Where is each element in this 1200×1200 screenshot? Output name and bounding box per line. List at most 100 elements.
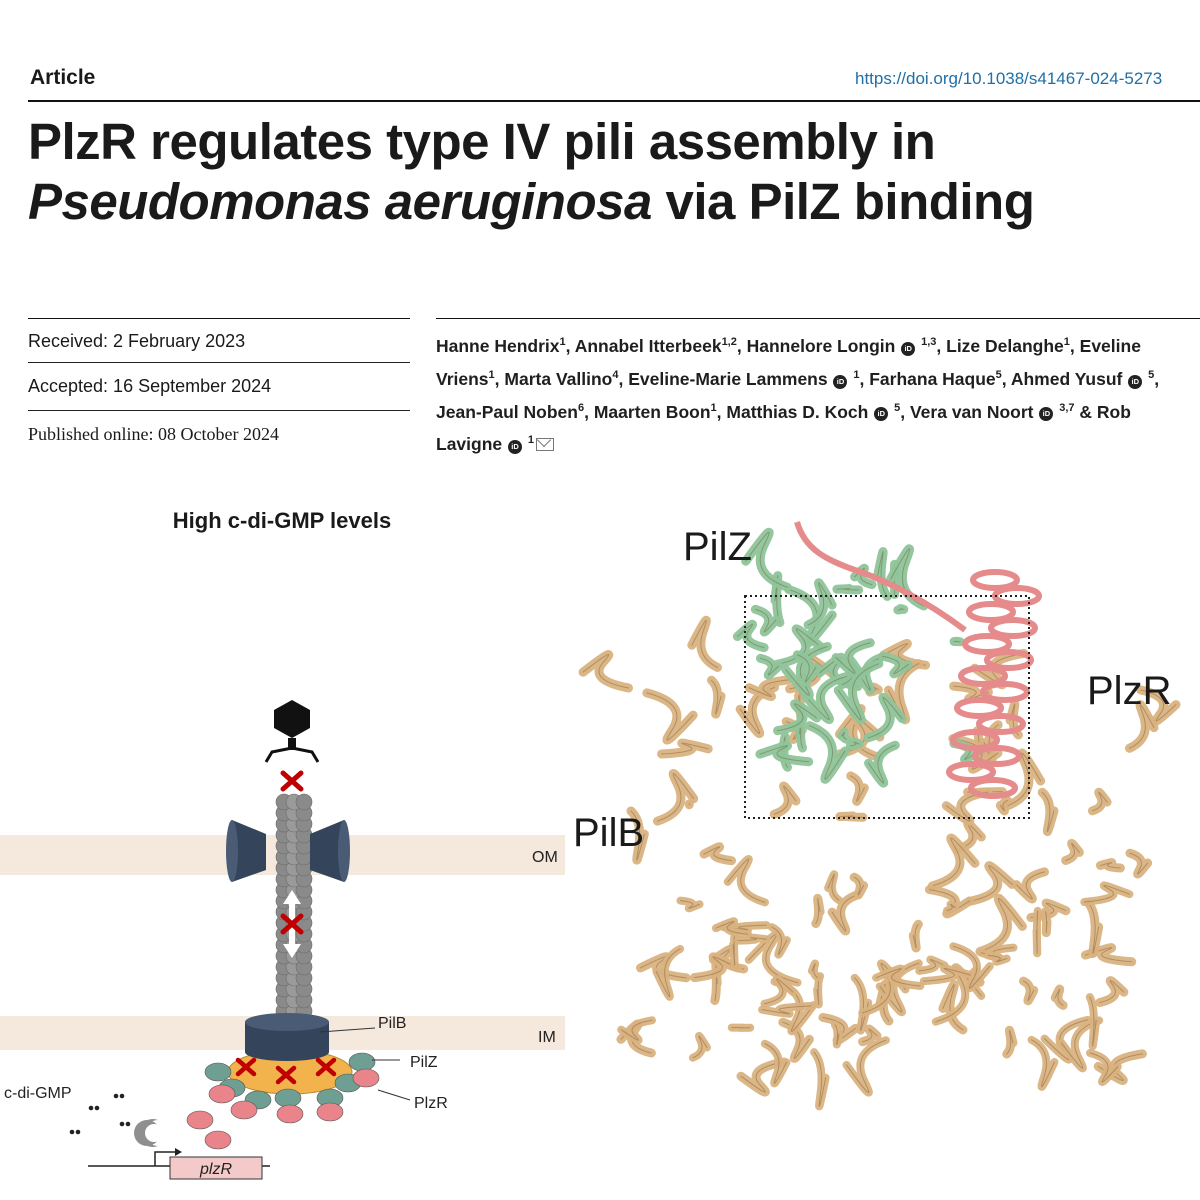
pilz-ribbon-segment xyxy=(832,584,864,595)
pilb-ribbon-segment xyxy=(1041,791,1055,833)
pilz-ribbon-segment xyxy=(745,532,788,588)
pilb-ribbon-segment xyxy=(1087,787,1112,816)
pilb-ribbon-segment xyxy=(810,1048,830,1111)
pilb-ribbon-segment xyxy=(706,675,726,719)
pilb-ribbon-segment xyxy=(711,917,752,939)
pilb-ribbon-segment xyxy=(693,956,739,979)
interface-highlight-box xyxy=(744,595,1030,819)
plzr-protein xyxy=(352,1068,380,1088)
pilz-ribbon-segment xyxy=(759,745,810,763)
pilz-ribbon-segment xyxy=(836,588,860,591)
pilb-ribbon-segment xyxy=(1095,858,1125,873)
pilb-ribbon-segment xyxy=(999,800,1008,812)
title-species: Pseudomonas aeruginosa xyxy=(28,173,652,230)
affiliation-number: 5 xyxy=(1148,368,1155,381)
pilz-ribbon-segment xyxy=(835,642,871,675)
pilb-ribbon-segment xyxy=(773,785,797,815)
pilb-ribbon-segment xyxy=(1061,838,1084,865)
affiliation-number: 1 xyxy=(710,401,717,414)
schematic-figure: High c-di-GMP levels OM IM xyxy=(0,508,565,1180)
article-title: PlzR regulates type IV pili assembly in … xyxy=(28,112,1200,232)
pilb-ribbon-segment xyxy=(744,675,794,702)
pilb-ribbon-segment xyxy=(1129,852,1149,875)
orcid-icon[interactable]: iD xyxy=(1039,407,1054,422)
pilz-ribbon-segment xyxy=(750,604,781,637)
block-mark-tip xyxy=(280,770,304,792)
plzr-helix-turn xyxy=(970,569,1020,591)
author-name[interactable]: Marta Vallino xyxy=(504,368,613,389)
pilb-ribbon-segment xyxy=(842,1036,890,1097)
author-name[interactable]: Ahmed Yusuf xyxy=(1010,368,1123,389)
author-name[interactable]: Annabel Itterbeek xyxy=(574,335,722,356)
author-name[interactable]: Farhana Haque xyxy=(869,368,996,389)
pilb-ribbon-segment xyxy=(699,842,737,866)
pilz-ribbon-segment xyxy=(845,737,864,751)
pilb-ribbon-segment xyxy=(692,1035,708,1059)
pilb-ribbon-segment xyxy=(646,692,694,741)
affiliation-number: 1 xyxy=(559,336,566,348)
pilz-ribbon-segment xyxy=(863,692,907,743)
pilb-ribbon-segment xyxy=(679,900,701,909)
orcid-icon[interactable]: iD xyxy=(874,407,889,422)
pilb-ribbon-segment xyxy=(703,846,733,862)
doi-link[interactable]: https://doi.org/10.1038/s41467-024-5273 xyxy=(855,69,1163,88)
pilb-ribbon-segment xyxy=(942,984,964,1031)
pilb-ribbon-segment xyxy=(915,955,949,975)
affiliation-number: 6 xyxy=(577,401,585,414)
accepted-date: Accepted: 16 September 2024 xyxy=(28,376,272,396)
pilz-ribbon-segment xyxy=(808,725,846,780)
pilb-ribbon-segment xyxy=(1093,1049,1147,1086)
pilb-ribbon-segment xyxy=(938,980,968,1035)
author-name[interactable]: Vera van Noort xyxy=(909,401,1034,422)
pilb-ribbon-segment xyxy=(617,1016,657,1045)
author-name[interactable]: Lize Delanghe xyxy=(946,335,1064,356)
orcid-icon[interactable]: iD xyxy=(508,440,523,455)
pilb-ribbon-segment xyxy=(761,1005,812,1015)
pilin-subunit xyxy=(295,793,313,811)
pilb-ribbon-segment xyxy=(831,894,857,932)
orcid-icon[interactable]: iD xyxy=(833,374,848,389)
pilz-ribbon-segment xyxy=(803,578,837,630)
pilz-ribbon-segment xyxy=(841,731,848,740)
pilb-ribbon-segment xyxy=(830,1020,844,1049)
affiliation-number: 1 xyxy=(853,368,860,381)
pilb-ribbon-segment xyxy=(1002,748,1046,811)
plzr-structure xyxy=(794,521,1042,799)
pilz-proteins xyxy=(204,1052,376,1110)
pilb-ribbon-segment xyxy=(763,978,794,1005)
pilb-ribbon-segment xyxy=(687,615,722,672)
pilb-ribbon-segment xyxy=(1097,1053,1143,1082)
author-name[interactable]: Matthias D. Koch xyxy=(726,401,869,422)
pilz-ribbon-segment xyxy=(837,663,880,721)
orcid-icon[interactable]: iD xyxy=(901,341,916,356)
pilb-ribbon-segment xyxy=(1036,910,1039,954)
pilb-ribbon-segment xyxy=(760,974,797,1008)
author-name[interactable]: Hannelore Longin xyxy=(746,335,896,356)
promoter-arrow xyxy=(154,1151,175,1166)
orcid-icon[interactable]: iD xyxy=(1128,374,1143,389)
pilz-ribbon-segment xyxy=(804,721,850,784)
pilb-ribbon-segment xyxy=(1080,943,1137,967)
author-name[interactable]: Eveline Vriens xyxy=(436,335,1141,389)
plzr-helix-turn xyxy=(966,601,1016,623)
phage-icon xyxy=(264,700,320,763)
pilb-ribbon-segment xyxy=(676,896,704,913)
email-icon[interactable] xyxy=(536,438,555,452)
pilb-ribbon-segment xyxy=(771,926,788,956)
pilb-ribbon-segment xyxy=(849,872,869,900)
pilz-ribbon-segment xyxy=(759,657,779,676)
pilz-ribbon-segment xyxy=(893,604,909,615)
author-name[interactable]: Hanne Hendrix xyxy=(436,335,560,356)
pilb-ribbon-segment xyxy=(656,773,695,822)
author-name[interactable]: Rob Lavigne xyxy=(436,401,1131,455)
author-name[interactable]: Jean-Paul Noben xyxy=(436,401,578,422)
pilb-ribbon-segment xyxy=(824,870,843,905)
pilb-ribbon-segment xyxy=(691,619,718,668)
pilb-ribbon-segment xyxy=(1136,685,1181,726)
pilz-ribbon-segment xyxy=(777,703,818,732)
author-name[interactable]: Eveline-Marie Lammens xyxy=(628,368,828,389)
author-name[interactable]: Maarten Boon xyxy=(593,401,711,422)
pilb-ribbon-segment xyxy=(1125,848,1153,879)
plzr-helix-turn xyxy=(958,665,1008,687)
pilb-ribbon-segment xyxy=(923,967,972,982)
